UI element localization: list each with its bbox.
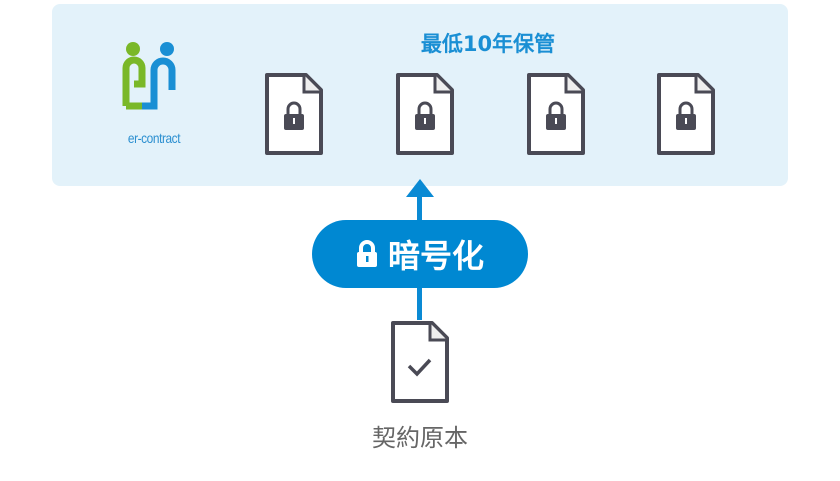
lock-icon [356,240,377,267]
logo-text: er-contract [127,130,181,146]
encryption-badge: 暗号化 [312,220,528,288]
locked-document-icon [396,73,454,155]
original-contract-label: 契約原本 [372,424,468,452]
arrow-up-icon [406,179,434,197]
er-contract-logo: er-contract [112,40,196,156]
document-check-icon [391,321,449,403]
locked-document-icon [527,73,585,155]
locked-document-icon [657,73,715,155]
locked-document-icon [265,73,323,155]
storage-title: 最低10年保管 [420,32,556,56]
encryption-label: 暗号化 [387,237,484,275]
